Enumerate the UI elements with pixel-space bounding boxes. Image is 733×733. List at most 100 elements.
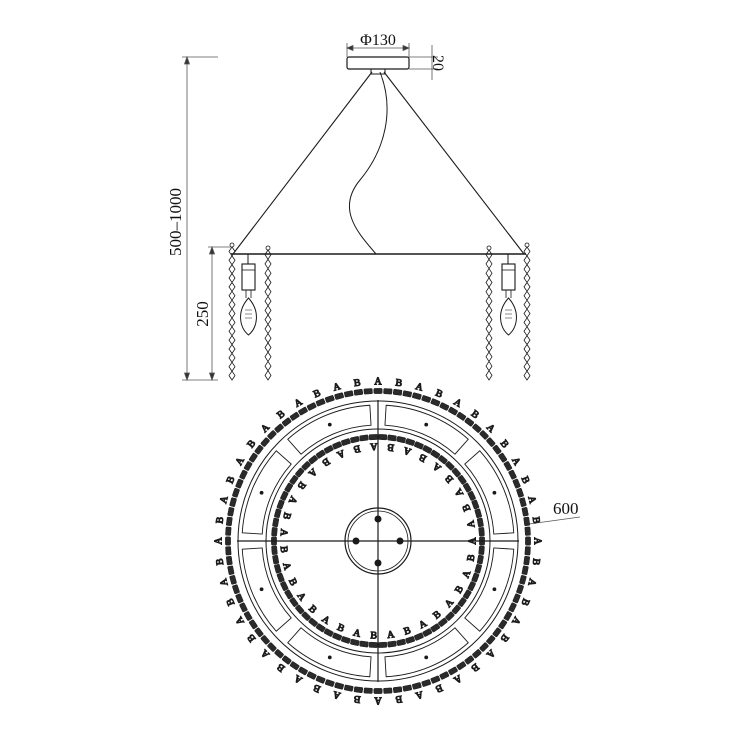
ring-crystal — [353, 389, 364, 396]
ring-crystal — [315, 623, 326, 633]
ring-crystal — [229, 575, 237, 585]
ring-crystal — [524, 546, 531, 556]
ring-crystal — [516, 584, 524, 595]
side-crystal — [523, 281, 531, 293]
ring-crystal — [451, 467, 461, 478]
ring-crystal — [512, 593, 521, 604]
crystal-letter: A — [334, 447, 346, 460]
ring-crystal — [272, 517, 280, 528]
ring-crystal — [474, 563, 482, 574]
canopy — [346, 56, 410, 70]
ring-crystal — [276, 499, 285, 510]
cable-right — [383, 71, 525, 255]
ring-crystal — [519, 575, 527, 585]
ring-crystal — [284, 589, 293, 600]
ring-crystal — [276, 572, 285, 583]
side-crystal — [228, 343, 236, 355]
side-crystal — [485, 314, 493, 326]
ring-crystal — [402, 684, 412, 692]
crystal-letter: B — [286, 577, 299, 588]
ring-crystal — [521, 507, 529, 517]
ring-crystal — [350, 436, 360, 444]
crystal-letter: B — [402, 625, 412, 638]
outer-diameter-label: 600 — [553, 499, 579, 518]
ring-crystal — [289, 597, 299, 607]
side-crystal — [228, 272, 236, 284]
side-crystal — [523, 352, 531, 363]
crystal-letter: B — [434, 388, 445, 401]
ring-crystal — [295, 604, 305, 615]
ring-crystal — [414, 441, 424, 450]
ring-crystal — [476, 554, 484, 565]
ring-crystal — [457, 475, 467, 485]
side-crystal — [228, 334, 236, 346]
crystal-letter: B — [395, 377, 403, 389]
ring-crystal — [438, 455, 448, 465]
ring-crystal — [438, 617, 448, 627]
ring-crystal — [225, 536, 231, 546]
ring-crystal — [368, 434, 378, 441]
ring-crystal — [396, 638, 406, 646]
ring-crystal — [254, 444, 264, 455]
crystal-letter: B — [394, 693, 402, 705]
ring-crystal — [289, 661, 300, 671]
side-crystal — [264, 332, 272, 344]
ring-crystal — [471, 499, 480, 510]
crystal-letter: A — [465, 519, 477, 529]
ring-crystal — [295, 467, 305, 478]
ring-crystal — [471, 572, 480, 583]
ring-crystal — [281, 417, 292, 427]
ring-crystal — [334, 682, 344, 690]
segment-screw — [492, 587, 497, 592]
ring-crystal — [383, 687, 393, 694]
ring-crystal — [227, 507, 235, 517]
side-crystal — [228, 317, 236, 328]
ring-crystal — [486, 635, 496, 645]
side-crystal — [523, 255, 531, 266]
ring-crystal — [405, 636, 415, 644]
ring-crystal — [301, 611, 311, 621]
ring-crystal — [323, 445, 334, 454]
ring-crystal — [308, 617, 318, 627]
ring-crystal — [226, 516, 233, 527]
ring-crystal — [512, 478, 521, 489]
ring-crystal — [363, 687, 373, 694]
crystal-letter: B — [518, 597, 531, 608]
ring-crystal — [324, 395, 335, 403]
crystal-letter: B — [465, 553, 477, 562]
crystal-letter: A — [331, 688, 342, 701]
ring-crystal — [334, 392, 344, 400]
side-crystal — [228, 326, 236, 337]
side-crystal — [523, 264, 531, 275]
frame-segment — [384, 404, 469, 455]
ring-crystal — [341, 636, 351, 644]
ring-crystal — [402, 390, 412, 398]
ring-crystal — [260, 635, 270, 645]
frame-segments — [241, 404, 515, 678]
ring-crystal — [226, 555, 233, 566]
ring-crystal — [272, 554, 280, 565]
side-crystal — [523, 317, 531, 328]
ring-crystal — [524, 526, 531, 536]
side-crystal — [485, 258, 493, 270]
ring-crystal — [324, 679, 335, 687]
frame-segment — [384, 627, 469, 678]
ring-crystal — [280, 581, 289, 591]
side-crystal — [485, 267, 493, 279]
ring-crystal — [387, 434, 397, 442]
side-crystal — [228, 255, 236, 266]
crystal-letter: B — [453, 584, 466, 596]
ring-crystal — [498, 619, 508, 630]
side-crystal — [264, 304, 272, 316]
ring-crystal — [430, 449, 441, 459]
crystal-letter: B — [386, 441, 394, 453]
ring-crystal — [243, 461, 253, 471]
side-crystal — [228, 370, 236, 381]
side-crystal — [264, 360, 272, 372]
ring-crystal — [254, 627, 264, 638]
crystal-letter: B — [225, 475, 238, 486]
ring-crystal — [359, 640, 369, 648]
ring-crystal — [225, 526, 232, 536]
